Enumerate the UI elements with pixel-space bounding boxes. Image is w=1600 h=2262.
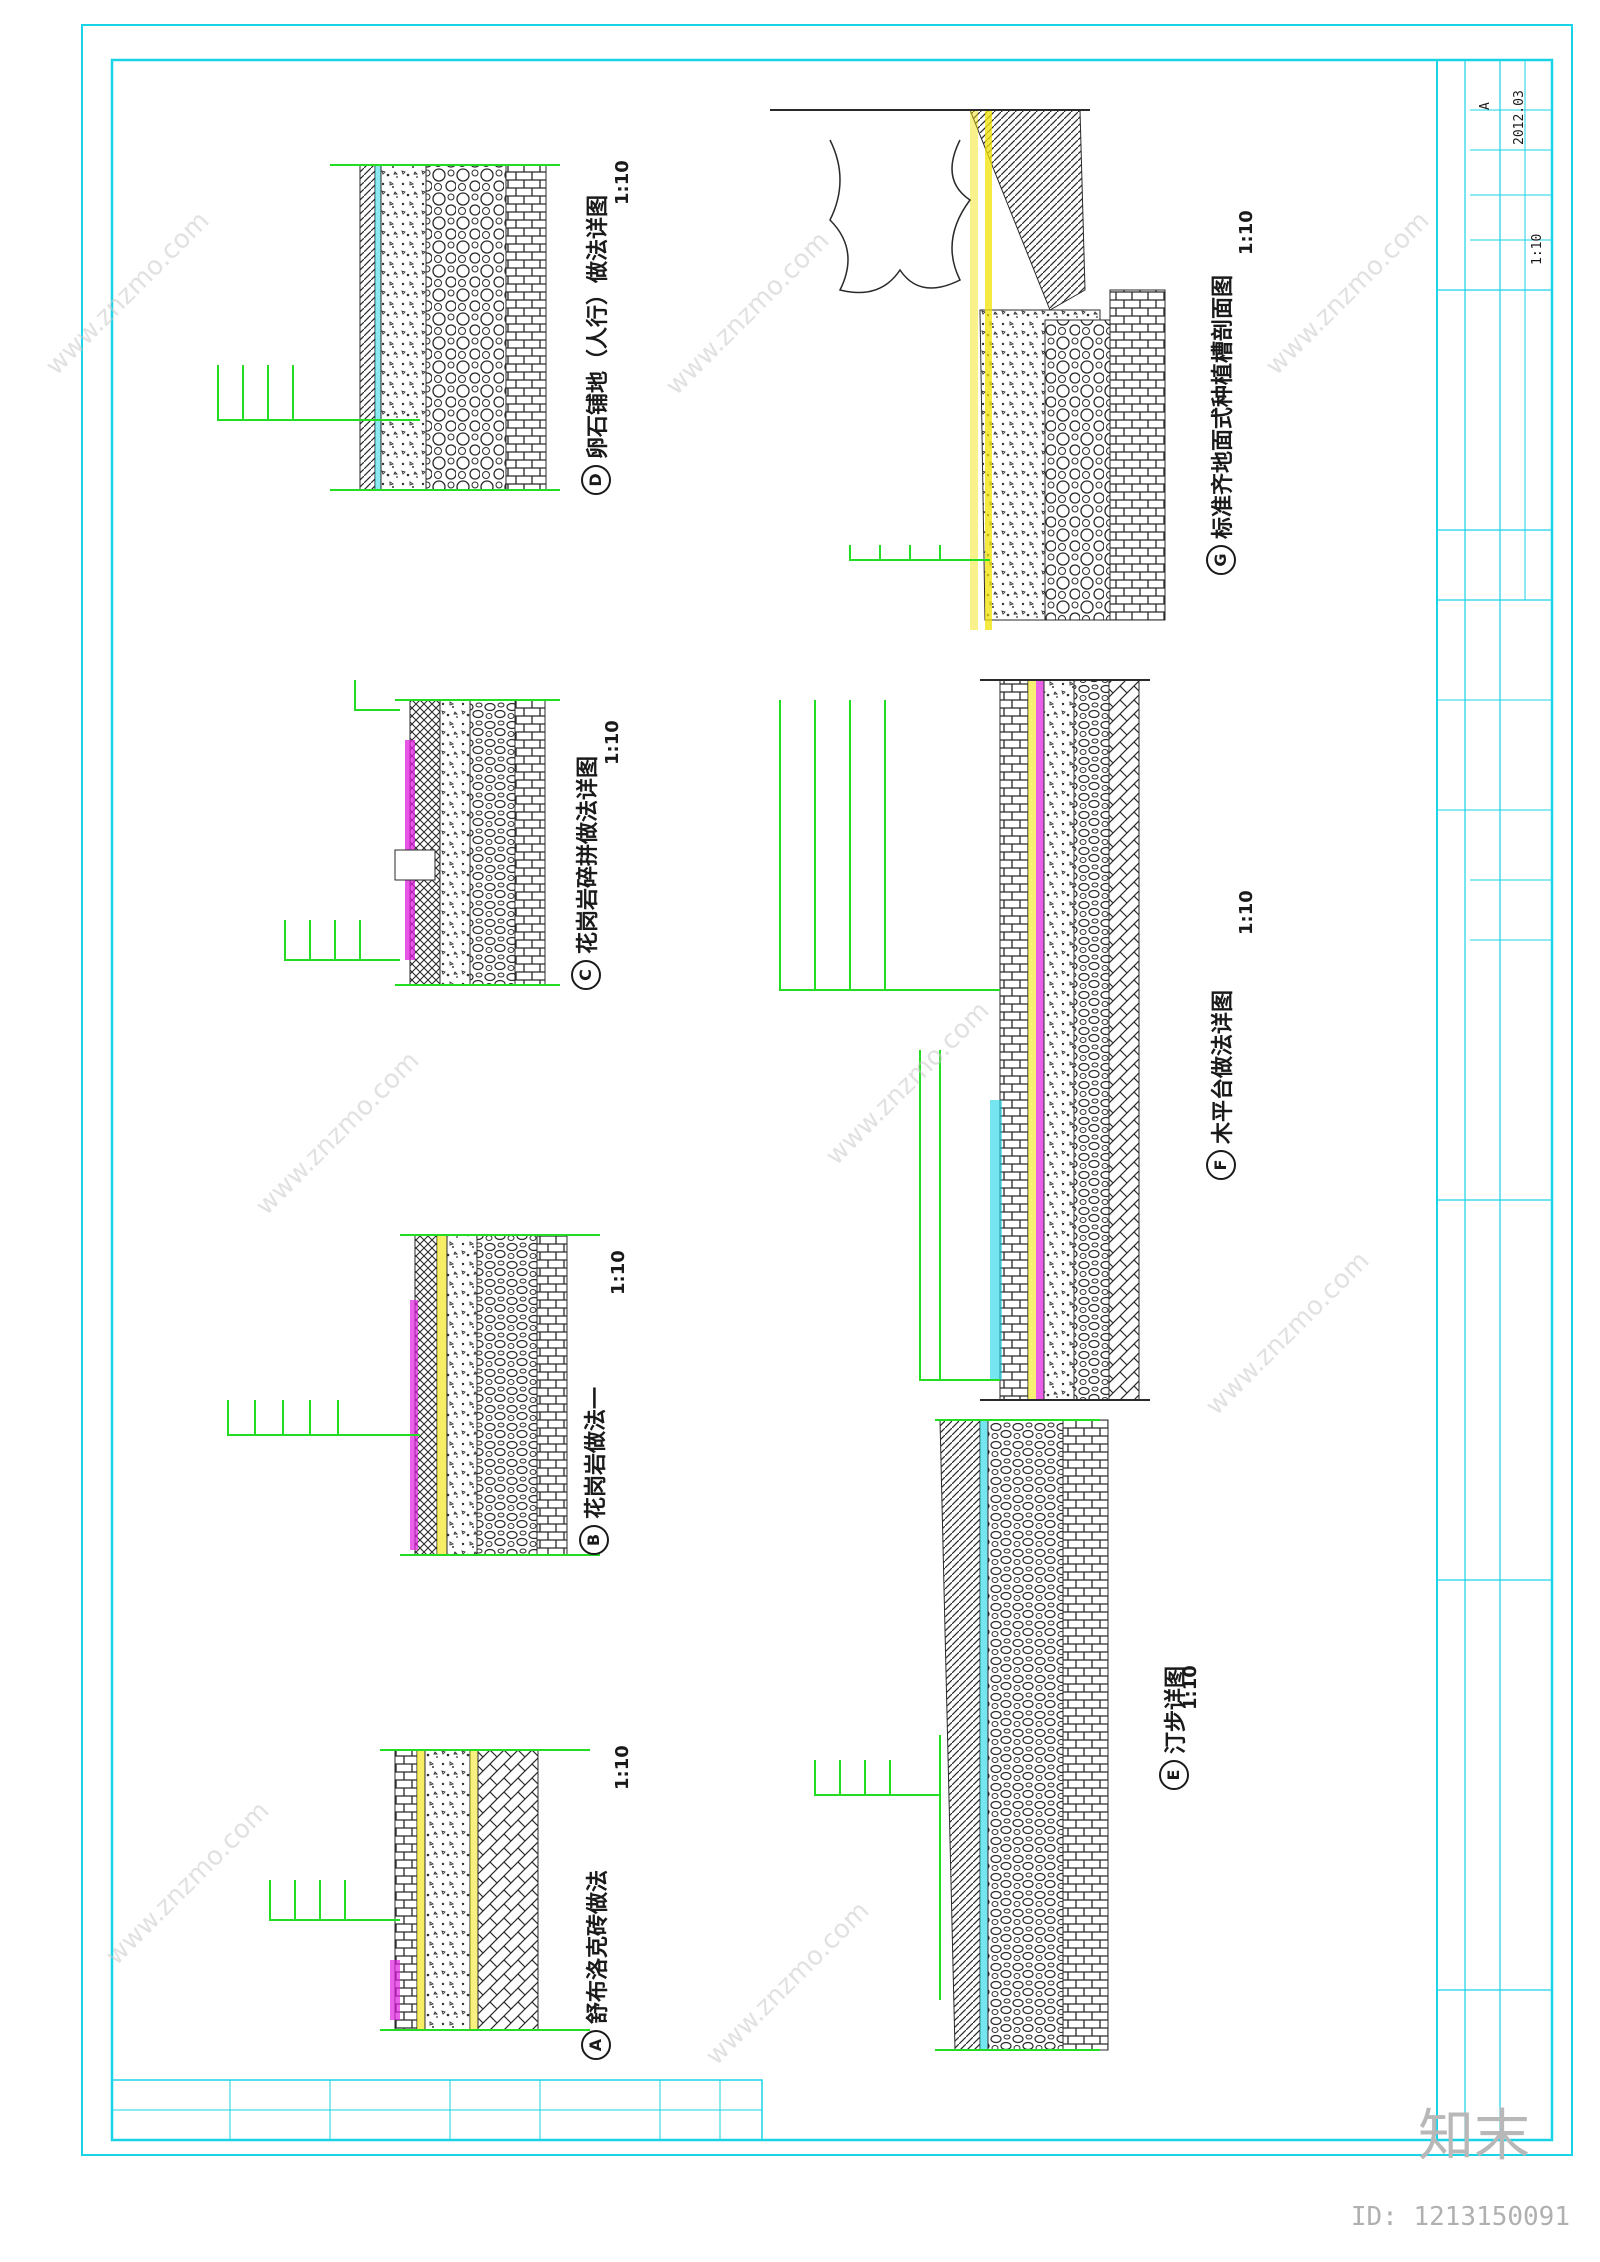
- title-block-sheet: A: [1478, 102, 1493, 110]
- detail-f-title-text: 木平台做法详图: [1211, 989, 1236, 1144]
- detail-d-marker: D: [581, 465, 611, 495]
- detail-c-title: C 花岗岩碎拼做法详图: [570, 756, 602, 990]
- detail-f-title: F 木平台做法详图: [1205, 990, 1237, 1180]
- detail-g-title: G 标准齐地面式种植槽剖面图: [1205, 275, 1237, 575]
- detail-b-leaders: [227, 1400, 420, 1436]
- detail-c-leaders: [284, 680, 400, 961]
- detail-c-section: [284, 680, 560, 986]
- detail-a-section: [269, 1749, 590, 2031]
- detail-a-scale: 1:10: [612, 1745, 633, 1790]
- image-id: ID: 1213150091: [1350, 2202, 1570, 2232]
- detail-e-marker: E: [1159, 1760, 1189, 1790]
- detail-d-scale: 1:10: [612, 160, 633, 205]
- detail-b-scale: 1:10: [608, 1250, 629, 1295]
- detail-b-title-text: 花岗岩做法一: [584, 1386, 609, 1519]
- title-block-scale: 1:10: [1530, 233, 1545, 265]
- detail-f-section: [779, 679, 1150, 1401]
- detail-a-marker: A: [581, 2030, 611, 2060]
- detail-c-marker: C: [571, 960, 601, 990]
- detail-a-leaders: [269, 1880, 400, 1921]
- detail-c-title-text: 花岗岩碎拼做法详图: [576, 755, 601, 954]
- detail-e-scale: 1:10: [1180, 1665, 1201, 1710]
- detail-g-title-text: 标准齐地面式种植槽剖面图: [1211, 274, 1236, 539]
- detail-g-section: [770, 109, 1166, 630]
- sheet-frame: [81, 24, 1573, 2156]
- detail-d-leaders: [217, 365, 420, 421]
- detail-f-marker: F: [1206, 1150, 1236, 1180]
- site-mark: 知末: [1418, 2104, 1530, 2169]
- detail-b-title: B 花岗岩做法一: [578, 1387, 610, 1555]
- detail-a-title: A 舒布洛克砖做法: [580, 1870, 612, 2060]
- detail-f-scale: 1:10: [1236, 890, 1257, 935]
- detail-g-marker: G: [1206, 545, 1236, 575]
- detail-f-leaders: [779, 700, 1000, 1381]
- detail-d-title-text: 卵石铺地（人行）做法详图: [586, 194, 611, 459]
- detail-b-section: [227, 1234, 600, 1556]
- detail-d-section: [217, 164, 560, 491]
- detail-g-scale: 1:10: [1236, 210, 1257, 255]
- detail-e-section: [814, 1419, 1109, 2051]
- detail-c-scale: 1:10: [602, 720, 623, 765]
- detail-e-leaders: [814, 1735, 941, 2000]
- detail-a-title-text: 舒布洛克砖做法: [586, 1869, 611, 2024]
- detail-g-leaders: [849, 545, 990, 561]
- detail-b-marker: B: [579, 1525, 609, 1555]
- detail-d-title: D 卵石铺地（人行）做法详图: [580, 195, 612, 495]
- title-block-date: 2012.03: [1512, 90, 1527, 145]
